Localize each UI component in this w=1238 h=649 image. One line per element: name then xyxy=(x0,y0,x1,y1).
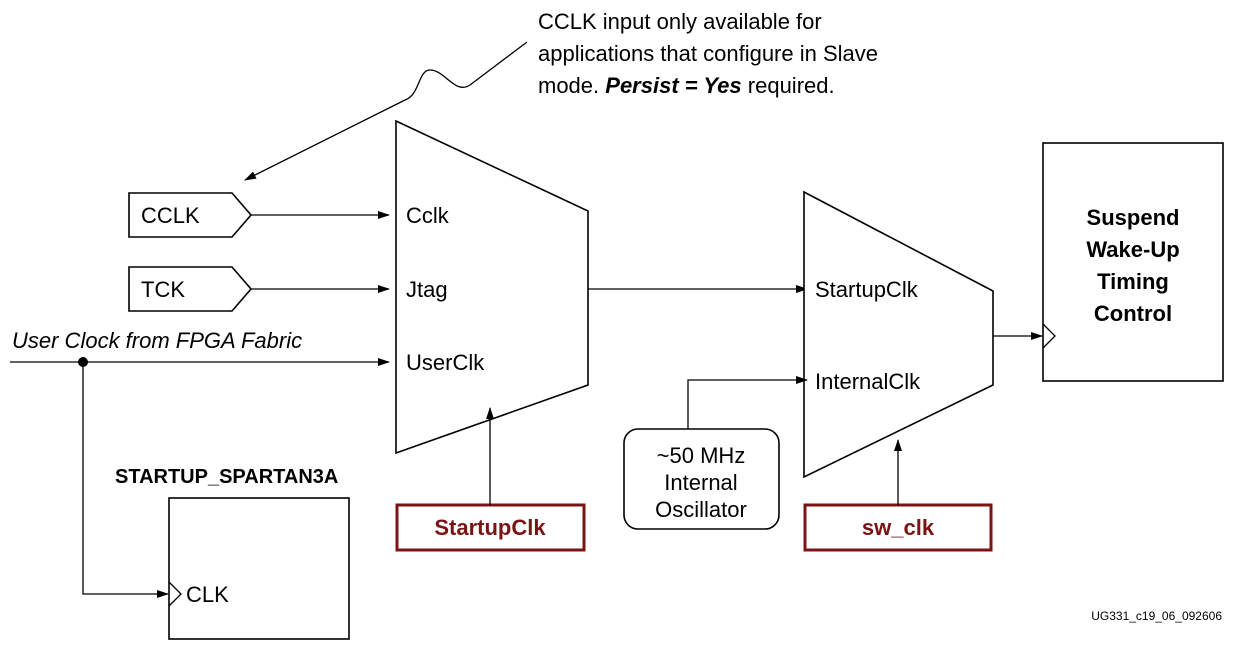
startup-spartan3a-block: STARTUP_SPARTAN3A CLK xyxy=(115,466,350,640)
startup-clock-input-symbol xyxy=(168,581,182,607)
oscillator-rect xyxy=(623,428,780,530)
suspend-clock-mux: StartupClk InternalClk xyxy=(803,190,994,479)
note-line-1: CCLK input only available for xyxy=(538,9,822,34)
mux1-shape xyxy=(395,119,589,455)
cclk-note: CCLK input only available for applicatio… xyxy=(244,9,878,181)
suspend-timing-block: Suspend Wake-Up Timing Control xyxy=(1042,142,1224,382)
sw-clk-select-rect xyxy=(803,503,993,552)
sw-clk-select-box: sw_clk xyxy=(803,503,993,552)
suspend-block-rect xyxy=(1042,142,1224,382)
suspend-line-3: Timing xyxy=(1097,269,1169,294)
user-clock-label: User Clock from FPGA Fabric xyxy=(12,328,302,353)
oscillator-line-1: ~50 MHz xyxy=(657,443,746,468)
mux2-shape xyxy=(803,190,994,479)
suspend-line-1: Suspend xyxy=(1087,205,1180,230)
startupclk-select-box: StartupClk xyxy=(395,503,586,552)
mux1-port-jtag: Jtag xyxy=(406,277,448,302)
mux1-port-cclk: Cclk xyxy=(406,203,450,228)
internal-oscillator: ~50 MHz Internal Oscillator xyxy=(623,428,780,530)
cclk-pad-shape xyxy=(128,192,253,238)
suspend-clock-input-symbol xyxy=(1042,323,1056,349)
mux2-port-internalclk: InternalClk xyxy=(815,369,921,394)
mux1-port-userclk: UserClk xyxy=(406,350,485,375)
cclk-pad-label: CCLK xyxy=(141,203,200,228)
suspend-line-2: Wake-Up xyxy=(1086,237,1179,262)
startup-block-title: STARTUP_SPARTAN3A xyxy=(115,466,338,488)
startup-clock-mux: Cclk Jtag UserClk xyxy=(395,119,589,455)
startup-block-rect xyxy=(168,497,350,640)
tck-input-pad: TCK xyxy=(128,266,253,312)
note-pointer-arrow xyxy=(244,41,528,181)
note-line-3-emphasis: Persist = Yes xyxy=(605,73,741,98)
startupclk-select-label: StartupClk xyxy=(434,515,546,540)
user-clock-branch-wire xyxy=(82,362,169,598)
note-line-3-suffix: required. xyxy=(742,73,835,98)
startupclk-select-rect xyxy=(395,503,586,552)
oscillator-wire xyxy=(687,376,808,429)
note-line-3: mode. Persist = Yes required. xyxy=(538,73,835,98)
oscillator-line-2: Internal xyxy=(664,470,737,495)
cclk-input-pad: CCLK xyxy=(128,192,253,238)
oscillator-line-3: Oscillator xyxy=(655,497,747,522)
note-line-2: applications that configure in Slave xyxy=(538,41,878,66)
sw-clk-select-label: sw_clk xyxy=(862,515,935,540)
note-line-3-prefix: mode. xyxy=(538,73,605,98)
figure-id: UG331_c19_06_092606 xyxy=(1091,609,1222,623)
tck-pad-shape xyxy=(128,266,253,312)
tck-pad-label: TCK xyxy=(141,277,185,302)
mux2-port-startupclk: StartupClk xyxy=(815,277,919,302)
startup-block-port: CLK xyxy=(186,582,229,607)
suspend-line-4: Control xyxy=(1094,301,1172,326)
